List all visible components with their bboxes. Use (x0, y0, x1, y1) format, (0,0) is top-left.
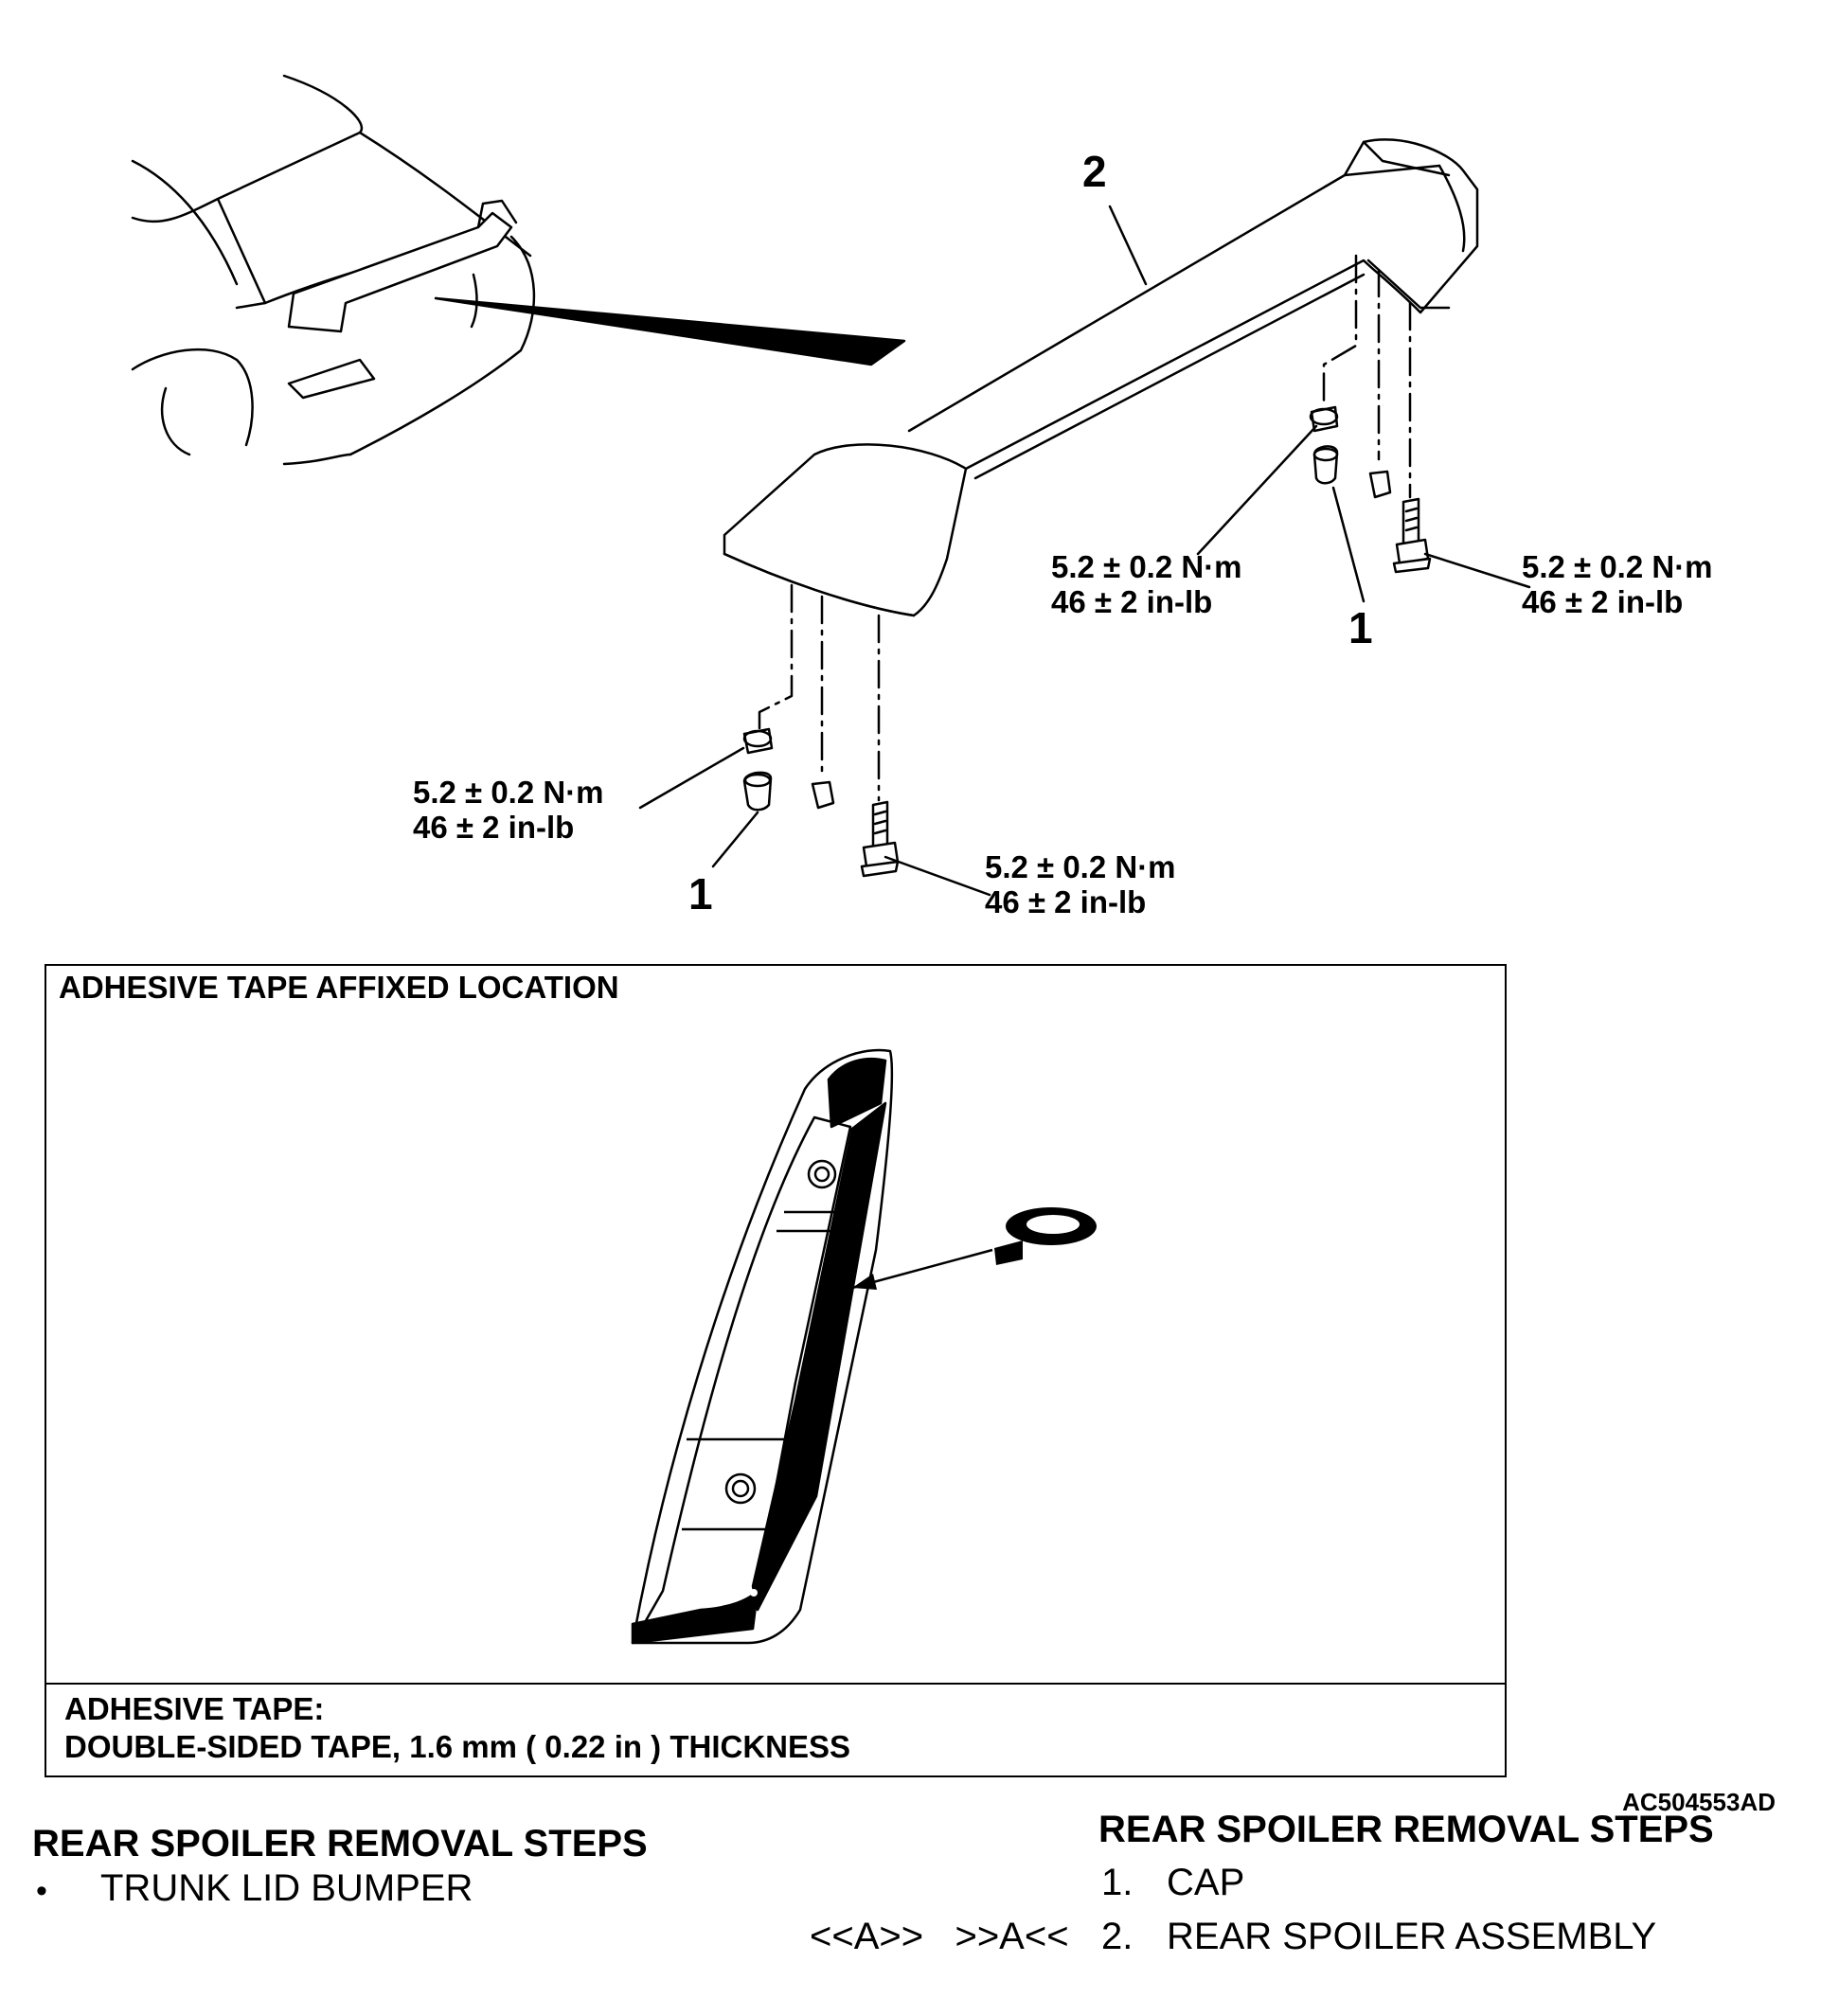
adhesive-tape-note: ADHESIVE TAPE: DOUBLE-SIDED TAPE, 1.6 mm… (64, 1691, 851, 1764)
steps-right-title: REAR SPOILER REMOVAL STEPS (1098, 1809, 1714, 1850)
callout-item-1-right: 1 (1348, 603, 1373, 652)
car-rear-sketch (131, 74, 536, 466)
alignment-lines-left (758, 583, 881, 802)
spoiler-end-underside (631, 1048, 894, 1645)
figure-id: AC504553AD (1622, 1788, 1776, 1816)
torque-label: 5.2 ± 0.2 N·m 46 ± 2 in-lb (985, 849, 1176, 919)
torque-label: 5.2 ± 0.2 N·m 46 ± 2 in-lb (413, 775, 604, 845)
step-number: 2. (1101, 1916, 1134, 1957)
callout-item-2: 2 (1082, 147, 1107, 196)
hardware-right (1309, 405, 1432, 574)
torque-label: 5.2 ± 0.2 N·m 46 ± 2 in-lb (1522, 549, 1713, 619)
service-marker: <<A>> >>A<< (810, 1916, 1069, 1957)
step-cap: CAP (1167, 1862, 1245, 1903)
leader-lines (638, 424, 1531, 897)
bullet-icon: • (36, 1873, 47, 1909)
steps-left-title: REAR SPOILER REMOVAL STEPS (32, 1823, 648, 1864)
torque-label: 5.2 ± 0.2 N·m 46 ± 2 in-lb (1051, 549, 1242, 619)
alignment-lines-right (1322, 254, 1412, 499)
step-trunk-lid-bumper: TRUNK LID BUMPER (100, 1867, 473, 1909)
callout-leader-2 (1108, 205, 1148, 286)
inset-title: ADHESIVE TAPE AFFIXED LOCATION (59, 970, 619, 1005)
callout-item-1-left: 1 (688, 869, 713, 919)
step-number: 1. (1101, 1862, 1134, 1903)
pointer-wedge (434, 296, 906, 366)
rear-spoiler-drawing (723, 138, 1479, 617)
step-rear-spoiler-assembly: REAR SPOILER ASSEMBLY (1167, 1916, 1657, 1957)
hardware-left (742, 727, 900, 878)
tape-roll-icon (851, 1207, 1097, 1290)
inset-box (45, 964, 1507, 1777)
